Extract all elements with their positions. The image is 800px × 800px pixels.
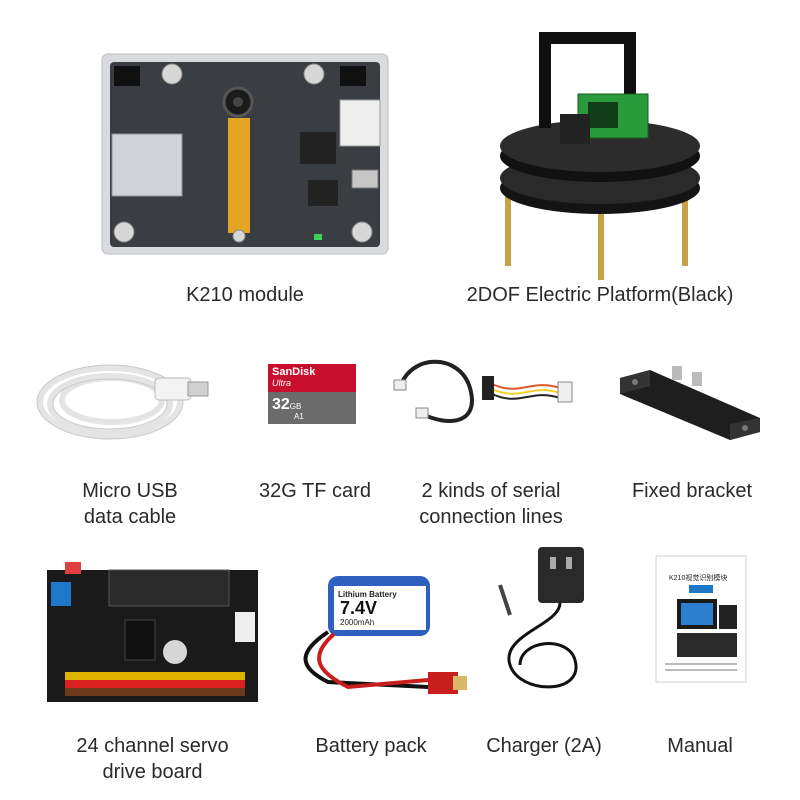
servo-board-image xyxy=(45,562,260,704)
battery-capacity: 2000mAh xyxy=(340,618,375,627)
battery-voltage: 7.4V xyxy=(340,598,378,618)
2dof-platform-label: 2DOF Electric Platform(Black) xyxy=(466,284,734,306)
serial-lines-graphic xyxy=(393,359,573,423)
battery-pack-label: Battery pack xyxy=(315,735,427,757)
tf-card-line: Ultra xyxy=(272,378,292,388)
tf-card-brand: SanDisk xyxy=(272,366,316,378)
tf-card-capacity: 32 xyxy=(272,396,290,413)
battery-title: Lithium Battery xyxy=(338,590,397,599)
tf-card-capacity-row: 32GB xyxy=(272,396,301,414)
charger-graphic xyxy=(498,547,584,689)
2dof-platform-image xyxy=(490,28,710,280)
fixed-bracket-label: Fixed bracket xyxy=(631,480,753,502)
k210-module-label: K210 module xyxy=(186,284,304,306)
servo-board-label: 24 channel servo drive board xyxy=(76,735,229,783)
tf-card-label: 32G TF card xyxy=(259,480,371,502)
servo-board-graphic xyxy=(47,562,258,702)
battery-pack-graphic xyxy=(303,576,467,694)
2dof-platform-graphic xyxy=(500,32,700,280)
k210-module-image xyxy=(100,52,390,257)
manual-graphic xyxy=(655,555,747,683)
fixed-bracket-image xyxy=(610,360,770,442)
tf-card-unit: GB xyxy=(289,402,302,411)
charger-image xyxy=(490,545,600,710)
manual-title: K210视觉识别模块 xyxy=(669,575,728,582)
micro-usb-cable-graphic xyxy=(36,364,209,440)
k210-module-graphic xyxy=(101,53,389,255)
charger-label: Charger (2A) xyxy=(486,735,602,757)
micro-usb-cable-label: Micro USB data cable xyxy=(82,480,178,528)
manual-label: Manual xyxy=(667,735,733,757)
manual-image: K210视觉识别模块 xyxy=(655,555,747,683)
serial-lines-label: 2 kinds of serial connection lines xyxy=(419,480,563,528)
battery-pack-image: Lithium Battery 7.4V 2000mAh xyxy=(288,572,473,710)
tf-card-graphic xyxy=(268,364,356,424)
tf-card-image: SanDisk Ultra 32GB A1 xyxy=(266,362,358,426)
serial-lines-image xyxy=(390,358,595,428)
tf-card-class-mark: A1 xyxy=(294,412,304,421)
micro-usb-cable-image xyxy=(30,352,215,452)
fixed-bracket-graphic xyxy=(620,366,760,440)
